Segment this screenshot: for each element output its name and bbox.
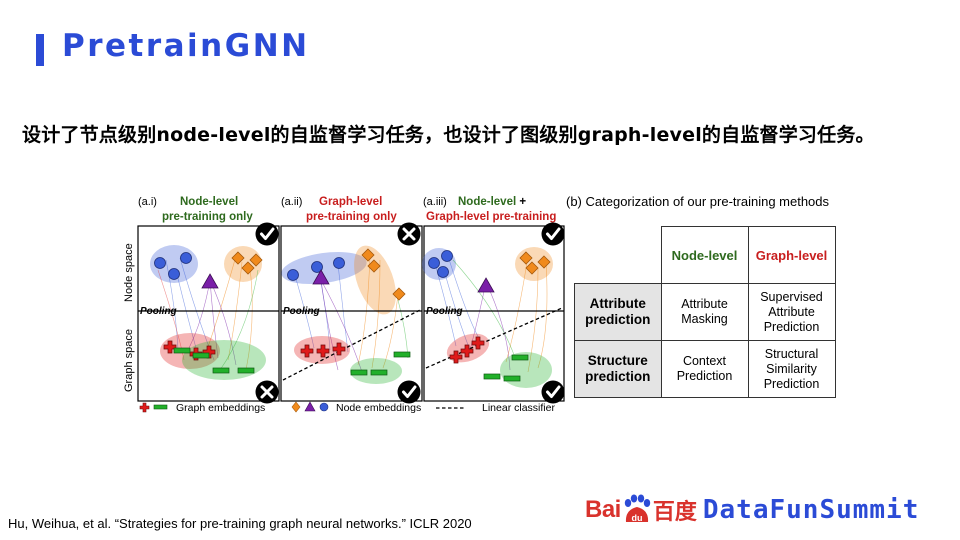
cell-context-prediction: Context Prediction: [660, 340, 749, 398]
panel-2-id: (a.ii): [281, 196, 302, 208]
cross-icon: [397, 222, 421, 246]
axis-graph-space: Graph space: [123, 329, 135, 392]
cell-attribute-masking: Attribute Masking: [660, 283, 749, 341]
panel-3-content: [422, 247, 564, 388]
panel-2-pooling-label: Pooling: [283, 306, 320, 317]
check-icon: [541, 380, 565, 404]
baidu-logo-text: Bai: [585, 496, 621, 523]
panel-3-frame: [423, 225, 565, 402]
slide-title: PretrainGNN: [62, 28, 310, 64]
footer-logo: Bai du 百度 DataFunSummit: [585, 492, 919, 528]
axis-node-space: Node space: [123, 243, 135, 302]
panel-1-label-line1: Node-level: [180, 196, 238, 208]
citation: Hu, Weihua, et al. “Strategies for pre-t…: [8, 516, 472, 531]
table-caption: (b) Categorization of our pre-training m…: [566, 194, 830, 209]
panel-3-label-line1: Node-level +: [458, 196, 526, 208]
cell-supervised-attribute: Supervised Attribute Prediction: [747, 283, 836, 341]
panel-1-frame: [137, 225, 280, 402]
pretraining-diagram: (a.i) Node-level pre-training only (a.ii…: [123, 196, 565, 414]
panel-1-pooling-label: Pooling: [140, 306, 177, 317]
row-header-structure: Structure prediction: [574, 340, 662, 398]
legend-node-embeddings: Node embeddings: [336, 402, 421, 414]
svg-text:du: du: [631, 513, 642, 523]
panel-2-label-line2: pre-training only: [306, 211, 397, 223]
categorization-table: Node-level Graph-level Attribute predict…: [574, 226, 836, 398]
check-icon: [397, 380, 421, 404]
baidu-paw-icon: du: [622, 494, 652, 526]
legend-circle-icon: [319, 402, 329, 412]
cell-structural-similarity: Structural Similarity Prediction: [747, 340, 836, 398]
col-header-node-level: Node-level: [660, 226, 749, 284]
legend-cross-icon: [139, 402, 150, 413]
panel-1-id: (a.i): [138, 196, 157, 208]
panel-2-frame: [280, 225, 423, 402]
legend-diamond-icon: [291, 401, 301, 413]
row-header-attribute: Attribute prediction: [574, 283, 662, 341]
panel-2-content: [281, 245, 422, 384]
col-header-graph-level: Graph-level: [747, 226, 836, 284]
panel-2-label-line1: Graph-level: [319, 196, 382, 208]
panel-3-pooling-label: Pooling: [426, 306, 463, 317]
legend-triangle-icon: [304, 401, 316, 412]
panel-1-label-line2: pre-training only: [162, 211, 253, 223]
cross-icon: [255, 380, 279, 404]
legend-bar-icon: [153, 404, 168, 410]
slide-subtitle: 设计了节点级别node-level的自监督学习任务，也设计了图级别graph-l…: [22, 124, 875, 146]
title-accent-bar: [36, 34, 44, 66]
legend: Graph embeddings Node embeddings Linear …: [139, 401, 555, 414]
check-icon: [541, 222, 565, 246]
legend-linear-classifier: Linear classifier: [482, 402, 555, 414]
legend-graph-embeddings: Graph embeddings: [176, 402, 265, 414]
panel-1-content: [138, 245, 279, 380]
baidu-cn-text: 百度: [652, 500, 697, 525]
panel-3-label-line2: Graph-level pre-training: [426, 211, 556, 223]
datafun-summit-logo: DataFunSummit: [702, 495, 920, 525]
panel-3-id: (a.iii): [423, 196, 447, 208]
check-icon: [255, 222, 279, 246]
